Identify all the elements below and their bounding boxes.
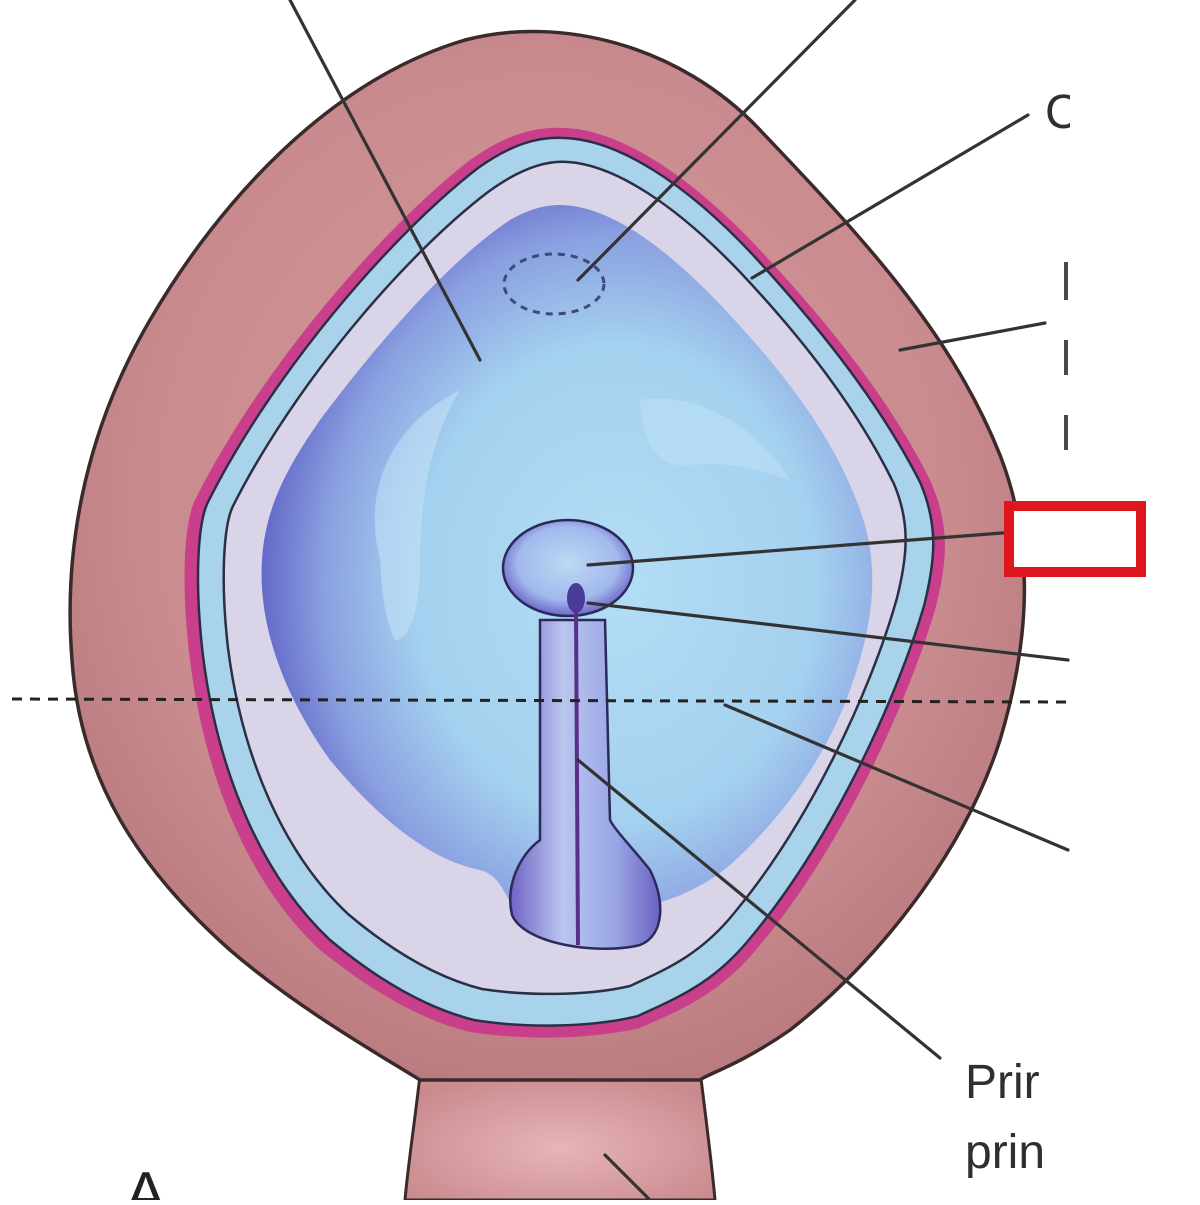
prechordal-plate-outline	[502, 252, 606, 316]
crop-mask	[1070, 0, 1200, 500]
leader-line-5	[586, 530, 1017, 567]
highlight-box[interactable]	[1004, 501, 1146, 577]
primitive-streak	[509, 618, 662, 950]
partial-label-prir: Prir	[965, 1056, 1040, 1109]
crop-mask-2	[1070, 580, 1200, 1200]
leader-line-7	[723, 703, 1070, 852]
section-line	[11, 697, 1069, 704]
leader-line-8	[576, 758, 942, 1060]
connecting-stalk	[403, 1068, 717, 1202]
leader-line-3	[750, 113, 1030, 280]
leader-line-4	[898, 321, 1047, 352]
leader-line-2	[576, 0, 857, 282]
leader-line-6	[586, 601, 1070, 662]
partial-label-prin: prin	[965, 1126, 1045, 1179]
cavity-highlight-2	[640, 398, 790, 480]
primitive-node	[501, 518, 635, 618]
cavity-highlight	[374, 390, 460, 640]
leader-line-1	[288, 0, 482, 362]
primitive-groove	[574, 609, 580, 946]
primitive-pit	[567, 583, 585, 613]
leader-line-9	[603, 1153, 652, 1202]
panel-letter: A	[125, 1160, 167, 1200]
